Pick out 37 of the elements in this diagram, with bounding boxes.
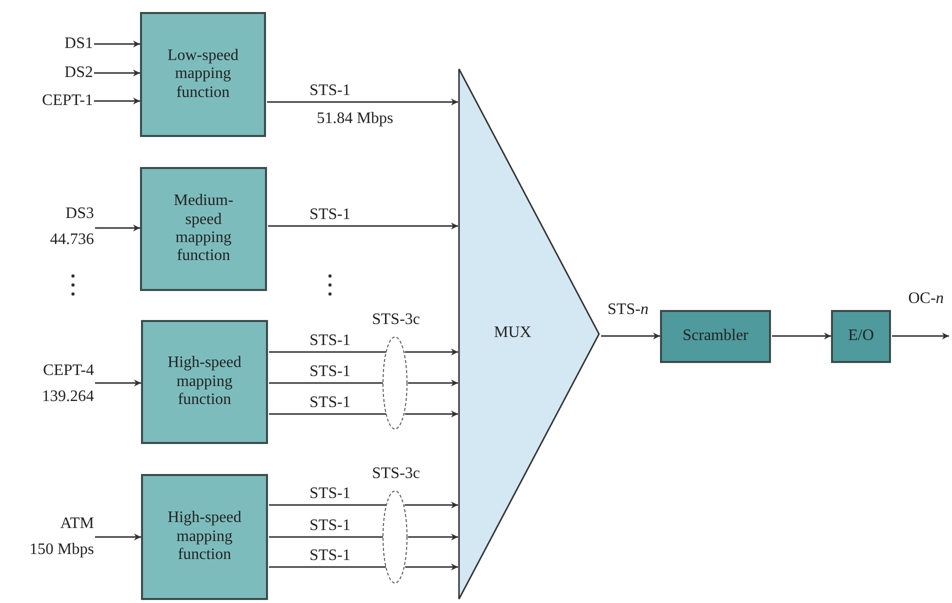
- multiplexer-label: MUX: [494, 324, 532, 342]
- signal-label: DS1: [64, 34, 93, 54]
- arrow: [94, 40, 140, 48]
- signal-label: DS3: [66, 204, 94, 224]
- arrow: [404, 348, 458, 356]
- arrow: [405, 564, 458, 570]
- arrow: [404, 410, 458, 418]
- arrow: [892, 332, 949, 340]
- group-label: STS-3c: [372, 465, 420, 483]
- signal-label: ATM: [60, 514, 94, 534]
- arrow: [95, 534, 141, 540]
- arrow: [404, 502, 458, 508]
- mapping-function-box: High-speed mapping function: [141, 320, 268, 444]
- signal-label: 44.736: [50, 230, 94, 250]
- arrow: [94, 70, 140, 76]
- arrow: [601, 332, 660, 340]
- signal-label: 150 Mbps: [30, 540, 94, 560]
- process-box: Scrambler: [660, 310, 771, 363]
- arrow: [268, 222, 458, 230]
- signal-label: DS2: [64, 63, 93, 84]
- arrow: [267, 98, 458, 106]
- bit-rate-label: 51.84 Mbps: [316, 110, 394, 128]
- mapping-function-box: Medium-speed mapping function: [140, 167, 267, 291]
- signal-label: CEPT-1: [42, 91, 93, 112]
- arrow: [772, 332, 831, 340]
- mapping-function-box: Low-speed mapping function: [140, 12, 266, 137]
- arrow: [408, 534, 458, 540]
- signal-label: 139.264: [42, 387, 94, 407]
- multiplexer-shape: [458, 68, 600, 600]
- arrow: [95, 224, 140, 232]
- signal-label: CEPT-4: [43, 361, 94, 382]
- mapping-function-box: High-speed mapping function: [141, 474, 268, 600]
- group-label: STS-3c: [372, 311, 420, 329]
- arrow: [408, 380, 458, 386]
- process-box: E/O: [831, 310, 891, 363]
- arrow: [94, 98, 140, 104]
- arrow: [95, 380, 141, 386]
